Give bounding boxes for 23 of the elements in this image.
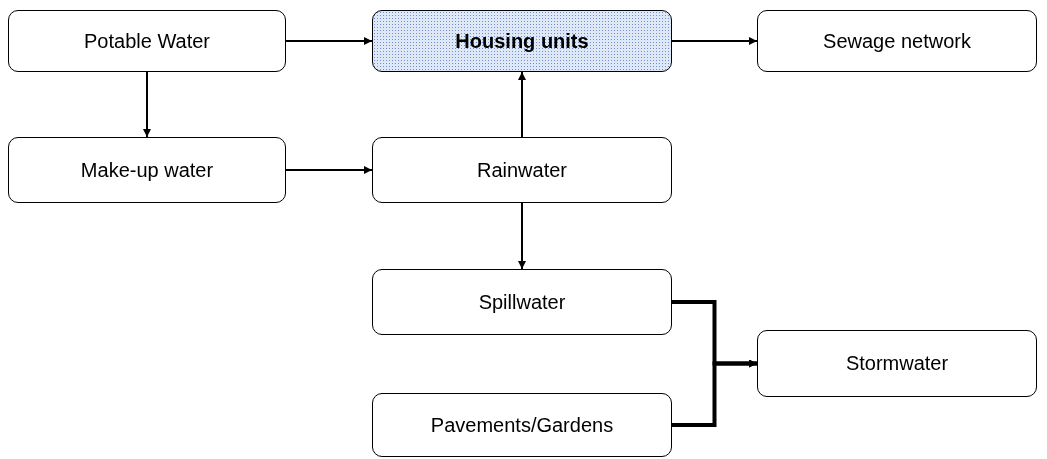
- highlighted-box: [372, 10, 672, 72]
- process-box: [372, 269, 672, 335]
- node-label: Rainwater: [476, 158, 567, 182]
- node-label: Spillwater: [478, 290, 566, 314]
- node-label: Sewage network: [823, 29, 971, 53]
- arrow: [285, 166, 373, 174]
- process-box: [372, 393, 672, 457]
- node-label: Pavements/Gardens: [430, 413, 614, 437]
- process-box: [757, 10, 1037, 72]
- arrow: [518, 202, 526, 270]
- arrow: [672, 359, 757, 427]
- arrow: [285, 37, 373, 45]
- node-label: Stormwater: [845, 352, 949, 375]
- node-label: Housing units: [455, 29, 589, 53]
- arrow: [671, 37, 758, 45]
- process-box: [8, 137, 286, 203]
- arrow: [143, 71, 151, 138]
- node-label: Potable Water: [84, 29, 210, 53]
- node-label: Make-up water: [80, 158, 214, 182]
- process-box: [757, 330, 1037, 397]
- arrow: [518, 71, 526, 138]
- process-box: [8, 10, 286, 72]
- process-box: [372, 137, 672, 203]
